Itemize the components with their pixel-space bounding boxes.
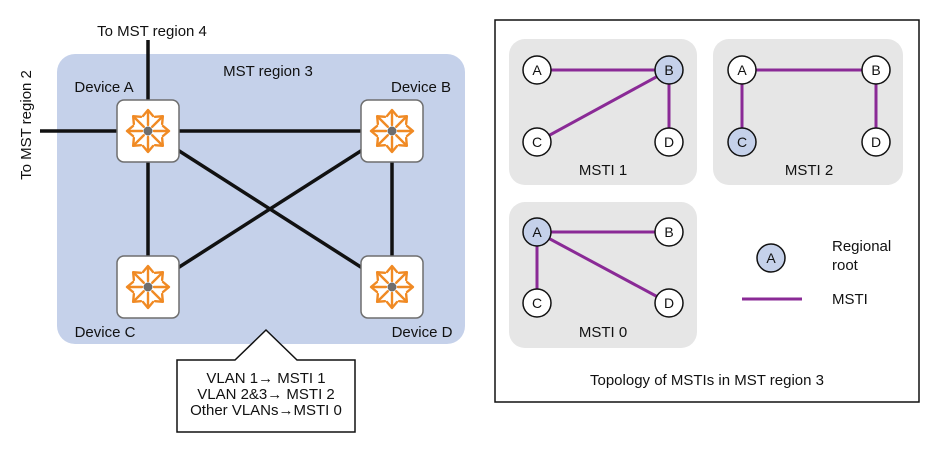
legend-regional-label: Regional	[832, 238, 891, 255]
to-mst-region-4-label: To MST region 4	[97, 23, 207, 40]
vlan-mapping-callout	[176, 328, 356, 433]
legend-msti-label: MSTI	[832, 291, 868, 308]
device-d-label: Device D	[392, 324, 453, 341]
callout-line-1: VLAN 1→ MSTI 1	[206, 370, 325, 387]
msti-2-label: MSTI 2	[785, 162, 833, 179]
msti-0-node-d: D	[654, 288, 684, 318]
msti-2-node-c-root: C	[727, 127, 757, 157]
switch-icon	[369, 108, 415, 154]
mst-region-3-label: MST region 3	[223, 63, 313, 80]
svg-text:C: C	[737, 134, 747, 150]
device-b-label: Device B	[391, 79, 451, 96]
legend-root-label: root	[832, 257, 859, 274]
msti-1-node-b-root: B	[654, 55, 684, 85]
msti-1-panel: A B C D MSTI 1	[509, 39, 697, 185]
svg-text:D: D	[664, 134, 674, 150]
svg-text:B: B	[871, 62, 880, 78]
legend-root-node: A	[756, 243, 786, 273]
svg-text:A: A	[766, 250, 776, 266]
msti-0-background	[509, 202, 697, 348]
switch-icon	[125, 108, 171, 154]
svg-text:C: C	[532, 295, 542, 311]
svg-text:D: D	[664, 295, 674, 311]
switch-icon	[369, 264, 415, 310]
svg-text:A: A	[532, 62, 542, 78]
device-d[interactable]	[360, 255, 424, 319]
device-b[interactable]	[360, 99, 424, 163]
msti-0-link-a-d	[536, 230, 670, 305]
msti-1-link-b-c	[536, 68, 670, 144]
msti-0-node-c: C	[522, 288, 552, 318]
link-b-c	[147, 129, 393, 289]
msti-2-background	[713, 39, 903, 185]
msti-1-node-d: D	[654, 127, 684, 157]
svg-text:A: A	[532, 224, 542, 240]
msti-1-node-a: A	[522, 55, 552, 85]
svg-text:B: B	[664, 62, 673, 78]
msti-1-background	[509, 39, 697, 185]
svg-text:C: C	[532, 134, 542, 150]
msti-topology-caption: Topology of MSTIs in MST region 3	[590, 372, 824, 389]
device-a[interactable]	[116, 99, 180, 163]
to-mst-region-2-label: To MST region 2	[18, 70, 35, 180]
msti-2-node-d: D	[861, 127, 891, 157]
callout-line-3: Other VLANs→MSTI 0	[190, 402, 342, 419]
msti-0-node-a-root: A	[522, 217, 552, 247]
device-c-label: Device C	[75, 324, 136, 341]
svg-text:B: B	[664, 224, 673, 240]
switch-icon	[125, 264, 171, 310]
legend: A Regional root MSTI	[742, 238, 891, 308]
svg-text:A: A	[737, 62, 747, 78]
msti-0-label: MSTI 0	[579, 324, 627, 341]
msti-0-node-b: B	[654, 217, 684, 247]
msti-2-panel: A B C D MSTI 2	[713, 39, 903, 185]
callout-line-2: VLAN 2&3→ MSTI 2	[197, 386, 335, 403]
device-c[interactable]	[116, 255, 180, 319]
msti-2-node-a: A	[727, 55, 757, 85]
msti-1-node-c: C	[522, 127, 552, 157]
msti-1-label: MSTI 1	[579, 162, 627, 179]
msti-0-panel: A B C D MSTI 0	[509, 202, 697, 348]
svg-text:D: D	[871, 134, 881, 150]
device-a-label: Device A	[74, 79, 133, 96]
msti-2-node-b: B	[861, 55, 891, 85]
